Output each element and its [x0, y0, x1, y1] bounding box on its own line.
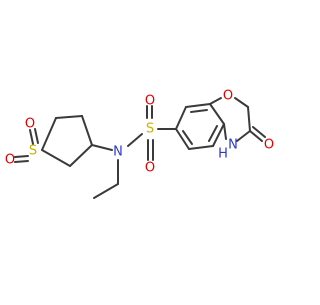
bond [234, 97, 249, 108]
atom-labels: S O O N S O O O N H O [5, 89, 274, 176]
bond [212, 123, 225, 147]
bond [14, 155, 29, 158]
bond [188, 145, 214, 150]
amine-nitrogen-label: N [113, 145, 123, 160]
sulfonamide-oxygen-label: O [145, 161, 155, 176]
bond [236, 130, 251, 142]
bond [190, 109, 208, 113]
bond [182, 130, 193, 145]
bond [175, 106, 187, 130]
sulfone-oxygen-label: O [5, 153, 15, 168]
ring-oxygen-label: O [223, 89, 233, 104]
bond [247, 106, 251, 132]
bond [34, 128, 39, 144]
sulfonamide-oxygen-label: O [145, 94, 155, 109]
bond [252, 126, 266, 138]
bond [249, 130, 263, 142]
lactam-hydrogen-label: H [218, 147, 228, 162]
bond [223, 123, 227, 140]
sulfone-oxygen-label: O [25, 117, 35, 132]
bond [41, 117, 57, 151]
bond [14, 160, 29, 163]
bond [209, 97, 222, 105]
bond [29, 129, 34, 145]
bond [69, 144, 93, 167]
molecule-canvas: S O O N S O O O N H O [5, 89, 274, 199]
bond [55, 115, 83, 119]
lactam-nitrogen-label: N [228, 138, 238, 153]
bond [93, 183, 119, 199]
carbonyl-oxygen-label: O [264, 138, 274, 153]
bond [81, 115, 93, 146]
sulfonamide-sulfur-label: S [146, 122, 154, 137]
bond [208, 125, 218, 142]
bond [185, 103, 211, 108]
bond [91, 144, 113, 151]
bond [41, 149, 71, 167]
bond [209, 103, 225, 125]
bond [127, 133, 143, 147]
molecule-structure: S O O N S O O O N H O [5, 89, 274, 199]
bond [175, 128, 190, 150]
bonds [14, 97, 266, 199]
sulfone-sulfur-label: S [29, 144, 37, 159]
